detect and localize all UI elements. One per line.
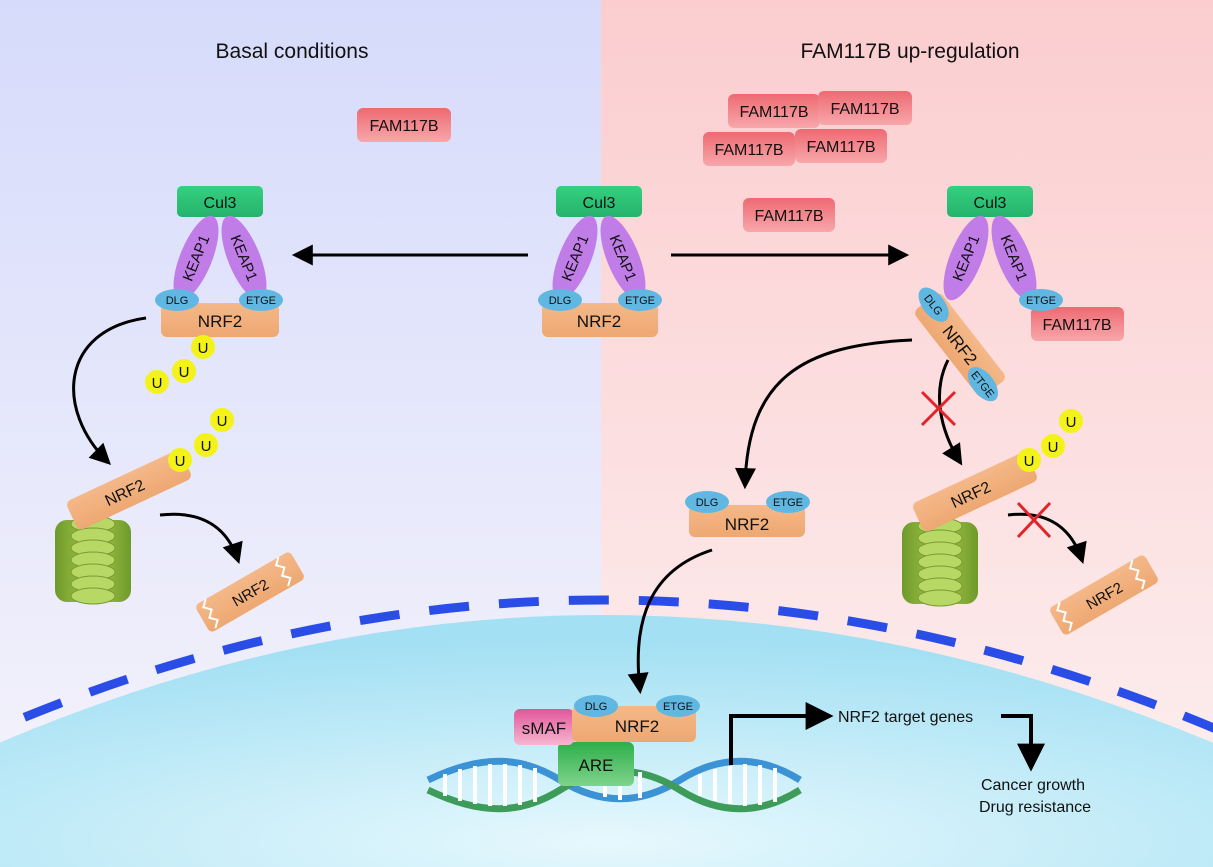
- fam117b-protein: [818, 91, 912, 125]
- svg-text:U: U: [1024, 453, 1035, 470]
- arrow-degradation-left: [159, 512, 243, 564]
- svg-text:U: U: [1048, 439, 1059, 456]
- fam117b-protein: [743, 198, 835, 232]
- svg-text:U: U: [217, 413, 228, 430]
- svg-text:FAM117B: FAM117B: [714, 142, 783, 159]
- arrow-transcription: [729, 702, 834, 765]
- dlg-domain: [155, 289, 199, 311]
- svg-text:DLG: DLG: [696, 497, 719, 509]
- keap1-complex-basal: Cul3 KEAP1 KEAP1 NRF2 DLG ETGE: [155, 186, 283, 337]
- svg-text:FAM117B: FAM117B: [754, 208, 823, 225]
- svg-text:Cul3: Cul3: [974, 195, 1007, 212]
- svg-text:sMAF: sMAF: [522, 719, 566, 738]
- svg-text:ETGE: ETGE: [246, 295, 276, 307]
- svg-text:FAM117B: FAM117B: [1042, 317, 1111, 334]
- keap1: [600, 215, 646, 301]
- svg-text:U: U: [201, 438, 212, 455]
- svg-text:U: U: [198, 340, 209, 357]
- arrow-to-outcome: [1001, 714, 1045, 772]
- arrow-nrf2-stabilized: [734, 338, 913, 490]
- outcome-drug-resistance: Drug resistance: [979, 799, 1091, 816]
- svg-text:FAM117B: FAM117B: [830, 101, 899, 118]
- etge-domain: [239, 289, 283, 311]
- proteasome-left: [55, 515, 131, 605]
- ubiquitin-chain-left-top: U U U: [145, 335, 215, 394]
- keap1: [552, 215, 598, 301]
- cul3: [177, 186, 263, 217]
- panel-title-basal: Basal conditions: [216, 40, 369, 63]
- fam117b-protein: [795, 129, 887, 163]
- fam117b-cluster: FAM117B FAM117B FAM117B FAM117B FAM117B: [703, 91, 912, 232]
- svg-text:ETGE: ETGE: [773, 497, 803, 509]
- cul3: [947, 186, 1033, 217]
- outcome-cancer-growth: Cancer growth: [981, 777, 1085, 794]
- svg-text:U: U: [152, 375, 163, 392]
- target-genes-label: NRF2 target genes: [838, 709, 973, 726]
- etge-domain: [656, 695, 700, 717]
- keap1: [991, 215, 1037, 301]
- fam117b-protein: [703, 132, 795, 166]
- svg-text:NRF2: NRF2: [198, 312, 242, 331]
- keap1-complex-center: Cul3 KEAP1 KEAP1 NRF2 DLG ETGE: [538, 186, 662, 337]
- svg-text:ARE: ARE: [579, 756, 614, 775]
- are-element: ARE: [558, 742, 634, 786]
- nuclear-envelope: [0, 595, 1213, 733]
- inhibit-mark-degradation: [1016, 501, 1052, 539]
- cul3: [556, 186, 642, 217]
- svg-text:U: U: [1066, 414, 1077, 431]
- svg-text:FAM117B: FAM117B: [806, 139, 875, 156]
- arrow-ubiquitination-left: [72, 316, 147, 465]
- svg-text:NRF2: NRF2: [577, 312, 621, 331]
- nrf2: [161, 303, 279, 337]
- svg-text:FAM117B: FAM117B: [369, 118, 438, 135]
- svg-text:DLG: DLG: [585, 701, 608, 713]
- nrf2: [542, 303, 658, 337]
- fam117b-bound: [1031, 307, 1124, 341]
- etge-domain-keap1: [1019, 289, 1063, 311]
- svg-text:U: U: [175, 453, 186, 470]
- arrow-nuclear-translocation: [627, 548, 713, 695]
- svg-text:ETGE: ETGE: [663, 701, 693, 713]
- smaf: sMAF: [514, 709, 574, 745]
- keap1: [221, 215, 267, 301]
- dlg-domain: [574, 695, 618, 717]
- ubiquitin-chain-left: U U U: [168, 408, 234, 472]
- fam117b-free-left: FAM117B: [357, 108, 451, 142]
- svg-text:DLG: DLG: [166, 295, 189, 307]
- svg-text:NRF2: NRF2: [615, 717, 659, 736]
- etge-domain: [967, 367, 999, 402]
- dlg-domain: [538, 289, 582, 311]
- svg-text:Cul3: Cul3: [204, 195, 237, 212]
- fam117b-protein: [728, 94, 820, 128]
- ubiquitin-chain-right: U U U: [1017, 409, 1083, 472]
- svg-text:FAM117B: FAM117B: [739, 104, 808, 121]
- svg-text:Cul3: Cul3: [583, 195, 616, 212]
- dlg-domain: [918, 287, 949, 322]
- keap1: [173, 215, 219, 301]
- etge-domain: [618, 289, 662, 311]
- panel-title-upregulation: FAM117B up-regulation: [800, 40, 1019, 63]
- nrf2-free: NRF2 DLG ETGE: [685, 491, 810, 537]
- proteasome-right: [902, 517, 978, 607]
- svg-text:DLG: DLG: [549, 295, 572, 307]
- svg-text:NRF2: NRF2: [725, 515, 769, 534]
- keap1: [943, 215, 989, 301]
- inhibit-mark-ubiquitination: [920, 390, 957, 427]
- svg-text:U: U: [179, 364, 190, 381]
- arrow-degradation-blocked: [1007, 512, 1087, 564]
- svg-text:ETGE: ETGE: [625, 295, 655, 307]
- nrf2-nuclear: NRF2 DLG ETGE: [572, 695, 700, 742]
- svg-text:ETGE: ETGE: [1026, 295, 1056, 307]
- keap1-complex-fam117b-bound: Cul3 KEAP1 KEAP1 FAM117B ETGE NRF2 DLG E…: [915, 186, 1124, 402]
